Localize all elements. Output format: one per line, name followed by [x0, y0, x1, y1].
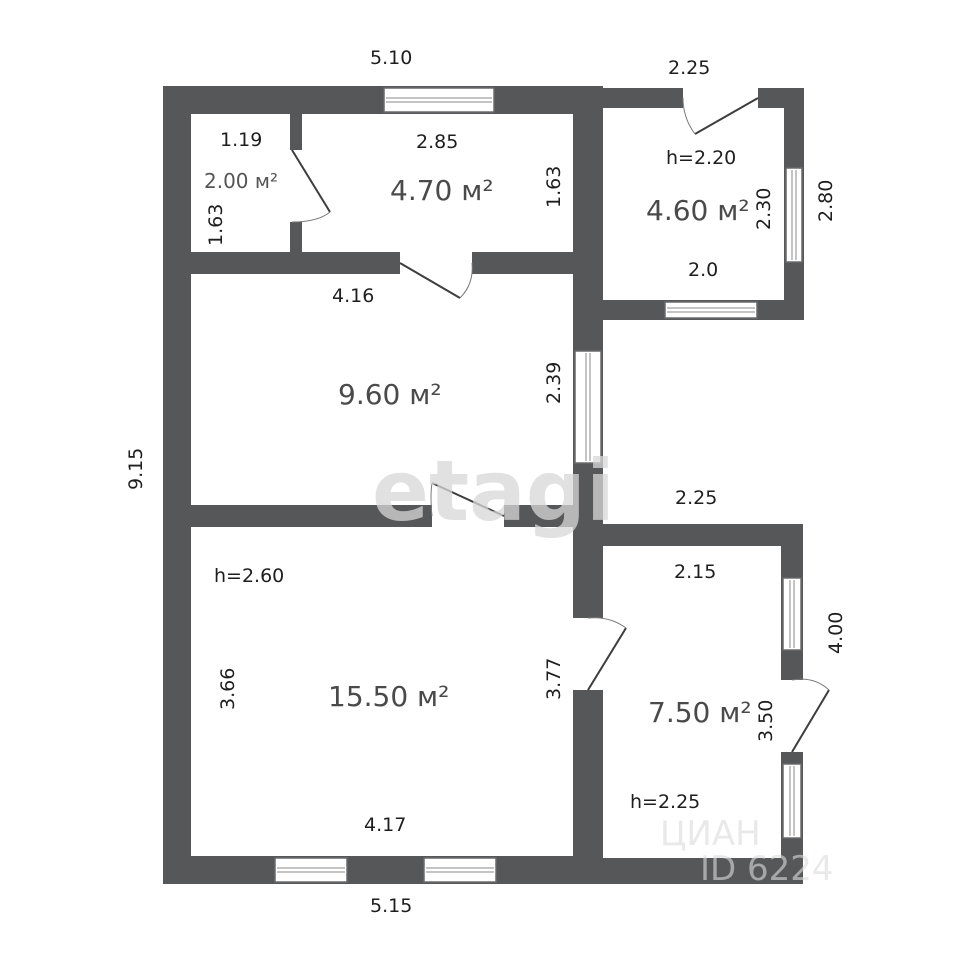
- window-room-c-right: [574, 350, 602, 464]
- wall-left-main: [163, 86, 191, 884]
- ceiling-room-b: h=2.20: [666, 147, 736, 169]
- area-room-a: 4.70 м²: [390, 174, 494, 207]
- watermark-secondary: ЦИАН: [660, 814, 761, 854]
- area-room-d: 15.50 м²: [328, 680, 449, 713]
- door-middle: [430, 482, 505, 527]
- dim-room-d-height-left: 3.66: [217, 668, 239, 710]
- wall-top-right-a: [593, 88, 683, 108]
- window-bottom-right: [423, 857, 497, 883]
- dim-room-e-width: 2.15: [674, 561, 716, 583]
- dim-room-b-outer-height: 2.80: [815, 180, 837, 222]
- dim-bottom-total: 5.15: [370, 895, 412, 917]
- window-room-e-lower: [782, 763, 802, 839]
- area-room-c: 9.60 м²: [338, 378, 442, 411]
- area-room-e: 7.50 м²: [648, 696, 752, 729]
- window-room-b-bottom: [664, 301, 758, 319]
- dim-left-total: 9.15: [125, 448, 147, 490]
- door-room-a: [399, 252, 473, 299]
- window-room-e-upper: [782, 577, 802, 651]
- wall-partition-upper: [163, 252, 593, 274]
- wall-bottom-room-e: [593, 858, 803, 884]
- dim-top-total: 5.10: [370, 47, 412, 69]
- dim-room-d-width: 4.17: [364, 814, 406, 836]
- dim-room-d-height-right: 3.77: [543, 658, 565, 700]
- dim-small-room-width: 1.19: [220, 129, 262, 151]
- door-small-room: [290, 149, 331, 223]
- dim-small-room-height: 1.63: [205, 204, 227, 246]
- ceiling-room-e: h=2.25: [630, 791, 700, 813]
- dim-room-e-inner-height: 3.50: [755, 700, 777, 742]
- window-top: [383, 87, 495, 113]
- area-room-b: 4.60 м²: [646, 194, 750, 227]
- wall-top-room-e: [593, 524, 803, 546]
- dim-room-b-inner-height: 2.30: [753, 188, 775, 230]
- window-bottom-left: [274, 857, 348, 883]
- dim-room-a-height: 1.63: [543, 166, 565, 208]
- dim-room-b-width: 2.0: [688, 259, 718, 281]
- door-room-b: [682, 88, 759, 135]
- dim-room-c-width: 4.16: [332, 285, 374, 307]
- dim-room-a-width: 2.85: [416, 131, 458, 153]
- wall-bottom-main: [163, 856, 593, 884]
- dim-porch-width: 2.25: [675, 487, 717, 509]
- dim-top-right-width: 2.25: [668, 57, 710, 79]
- wall-top-main: [163, 86, 593, 114]
- wall-right-lower: [573, 522, 603, 884]
- ceiling-room-d: h=2.60: [214, 565, 284, 587]
- door-room-e-right: [781, 678, 830, 753]
- door-room-d-right: [573, 617, 627, 691]
- watermark-logo: etagi: [372, 442, 615, 540]
- window-room-b-right: [785, 167, 803, 263]
- dim-room-c-height: 2.39: [543, 362, 565, 404]
- dim-room-e-outer-height: 4.00: [825, 612, 847, 654]
- watermark-id: ID 6224: [700, 849, 834, 889]
- area-small-room: 2.00 м²: [204, 169, 278, 193]
